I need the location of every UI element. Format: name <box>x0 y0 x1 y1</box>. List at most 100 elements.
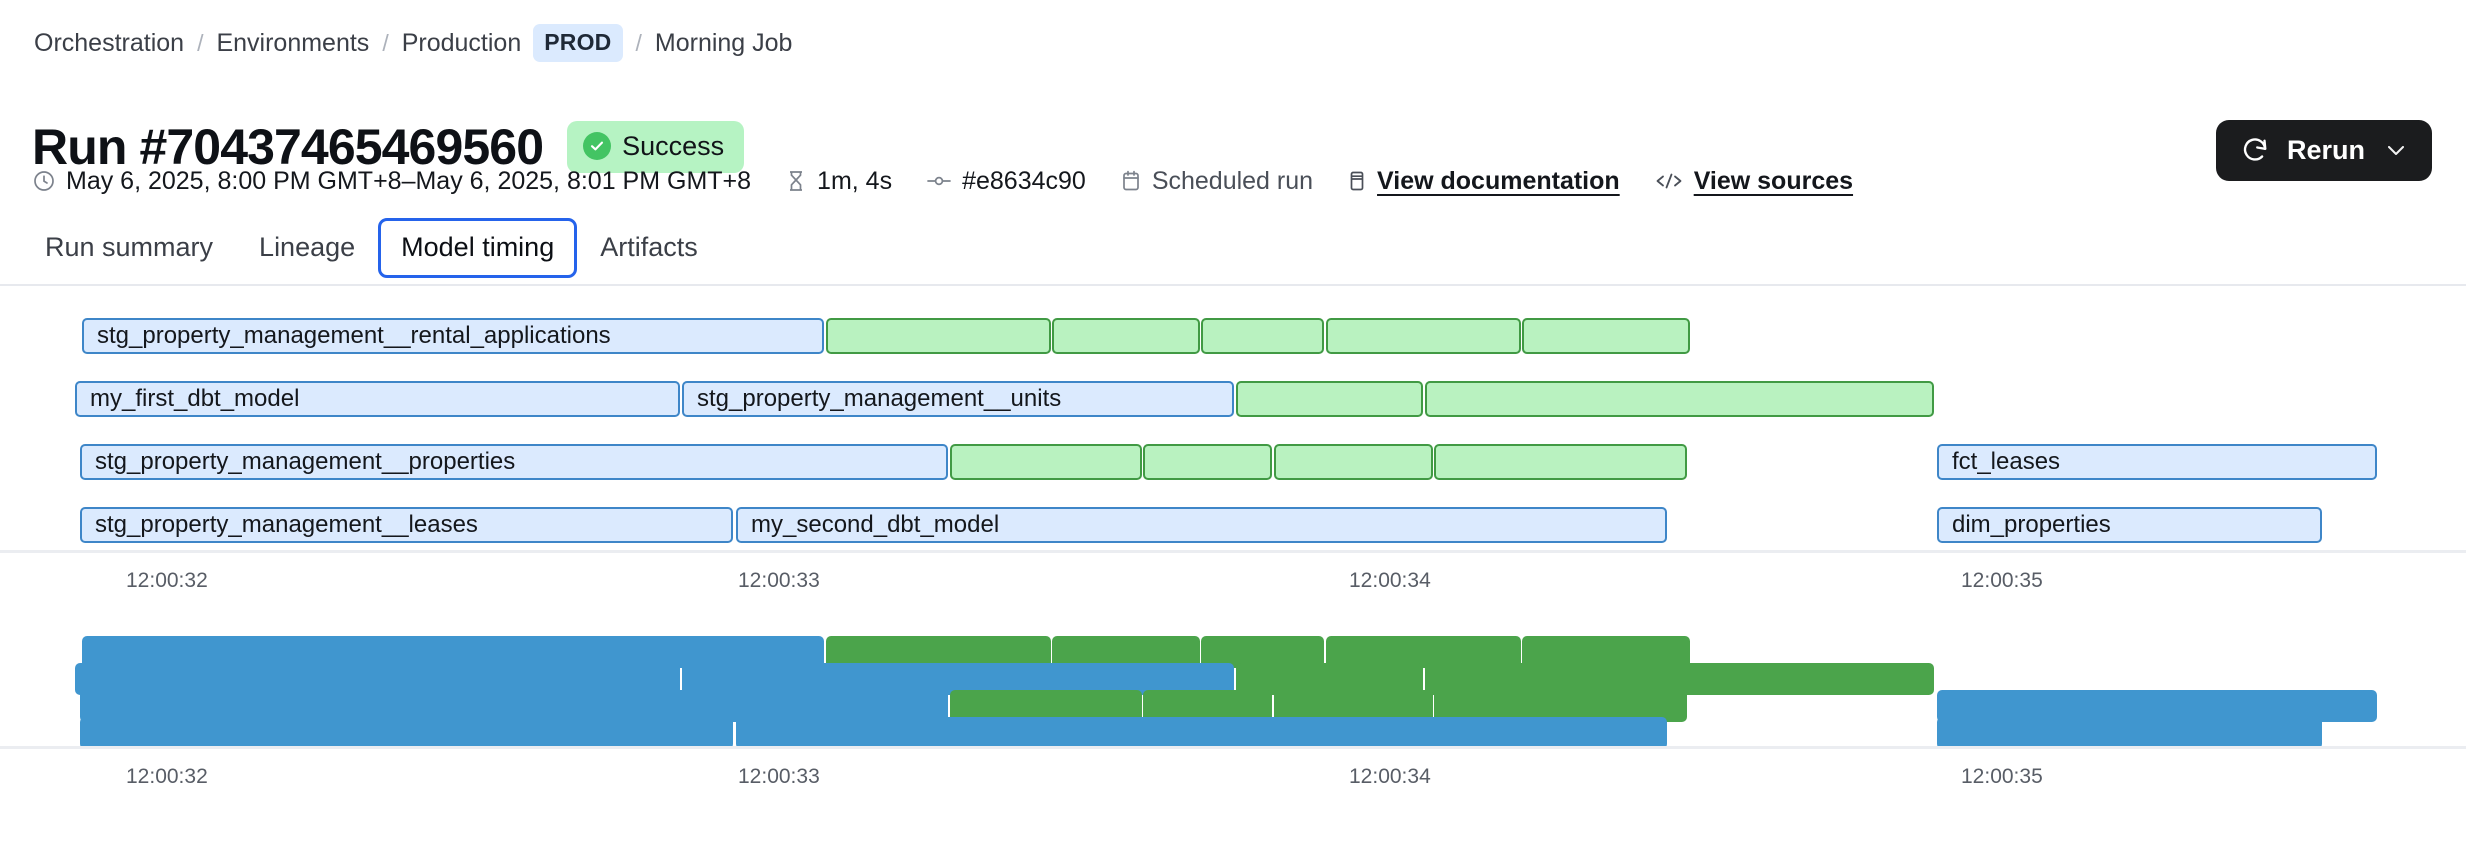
gantt-bar[interactable] <box>950 444 1142 480</box>
run-commit-label: #e8634c90 <box>962 167 1086 195</box>
gantt-bar[interactable] <box>1326 318 1521 354</box>
run-duration-label: 1m, 4s <box>817 167 893 195</box>
code-icon <box>1654 169 1684 193</box>
gantt-row: stg_property_management__rental_applicat… <box>0 318 2466 354</box>
run-duration: 1m, 4s <box>785 166 892 196</box>
refresh-icon <box>2240 135 2270 165</box>
gantt-bar[interactable] <box>950 690 1142 722</box>
axis-tick-label: 12:00:33 <box>738 765 820 788</box>
gantt-bar-label: stg_property_management__leases <box>95 511 478 538</box>
gantt-bar[interactable] <box>1326 636 1521 668</box>
gantt-bar-stg_property_management__properties[interactable]: stg_property_management__properties <box>80 444 948 480</box>
gantt-row <box>0 663 2466 699</box>
gantt-bar[interactable] <box>826 636 1051 668</box>
gantt-bar[interactable] <box>1434 690 1687 722</box>
status-badge: Success <box>567 120 745 173</box>
gantt-bar-dim_properties[interactable]: dim_properties <box>1937 507 2322 543</box>
gantt-bar-label: dim_properties <box>1952 511 2111 538</box>
axis-tick-label: 12:00:34 <box>1349 765 1431 788</box>
breadcrumb: Orchestration / Environments / Production PRO… <box>34 24 792 62</box>
breadcrumb-item-morning-job[interactable]: Morning Job <box>654 29 793 57</box>
breadcrumb-item-production[interactable]: Production <box>401 29 522 57</box>
gantt-bar[interactable] <box>1052 318 1200 354</box>
book-icon <box>1347 169 1367 193</box>
gantt-bar[interactable] <box>1937 690 2377 722</box>
gantt-bar-fct_leases[interactable]: fct_leases <box>1937 444 2377 480</box>
gantt-bar-stg_property_management__leases[interactable]: stg_property_management__leases <box>80 507 733 543</box>
gantt-bar[interactable] <box>1522 636 1690 668</box>
gantt-bar[interactable] <box>1425 381 1934 417</box>
axis-tick-label: 12:00:32 <box>126 569 208 592</box>
gantt-row: my_first_dbt_model stg_property_managemen… <box>0 381 2466 417</box>
gantt-bar[interactable] <box>1274 690 1433 722</box>
rerun-label: Rerun <box>2286 135 2365 165</box>
gantt-bar-label: my_first_dbt_model <box>90 385 300 412</box>
gantt-bar[interactable] <box>1201 636 1324 668</box>
axis-tick-label: 12:00:33 <box>738 569 820 592</box>
gantt-bar[interactable] <box>1937 717 2322 749</box>
gantt-row: stg_property_management__properties fct_l… <box>0 444 2466 480</box>
gantt-row <box>0 636 2466 672</box>
gantt-bar[interactable] <box>82 636 824 668</box>
gantt-bar[interactable] <box>1143 444 1272 480</box>
gantt-row <box>0 690 2466 726</box>
gantt-bar[interactable] <box>1425 663 1934 695</box>
gantt-bar[interactable] <box>1201 318 1324 354</box>
gantt-bar[interactable] <box>80 690 948 722</box>
run-trigger-label: Scheduled run <box>1151 167 1314 195</box>
gantt-plot-outlined: stg_property_management__rental_applicat… <box>0 318 2466 550</box>
breadcrumb-separator: / <box>635 30 642 56</box>
check-circle-icon <box>583 131 612 160</box>
tab-model-timing[interactable]: Model timing <box>378 218 578 278</box>
status-label: Success <box>622 130 725 161</box>
gantt-bar[interactable] <box>826 318 1051 354</box>
gantt-bar[interactable] <box>1236 663 1423 695</box>
axis-tick-label: 12:00:35 <box>1961 569 2043 592</box>
model-timing-chart-outlined: stg_property_management__rental_applicat… <box>0 318 2466 596</box>
gantt-bar[interactable] <box>75 663 680 695</box>
gantt-bar-stg_property_management__units[interactable]: stg_property_management__units <box>682 381 1234 417</box>
run-trigger: Scheduled run <box>1120 166 1313 196</box>
gantt-bar[interactable] <box>1274 444 1433 480</box>
gantt-bar-my_first_dbt_model[interactable]: my_first_dbt_model <box>75 381 680 417</box>
hourglass-icon <box>785 169 807 193</box>
breadcrumb-separator: / <box>197 30 204 56</box>
view-documentation-label[interactable]: View documentation <box>1377 167 1620 195</box>
run-commit: #e8634c90 <box>926 166 1086 196</box>
gantt-bar-label: stg_property_management__properties <box>95 448 516 475</box>
gantt-bar[interactable] <box>1236 381 1423 417</box>
title-row: Run #70437465469560 Success <box>32 84 745 209</box>
gantt-bar[interactable] <box>1052 636 1200 668</box>
gantt-bar-my_second_dbt_model[interactable]: my_second_dbt_model <box>736 507 1667 543</box>
calendar-icon <box>1120 169 1142 193</box>
view-sources[interactable]: View sources <box>1654 166 1853 196</box>
gantt-bar[interactable] <box>1434 444 1687 480</box>
tab-bar: Run summary Lineage Model timing Artifacts <box>22 218 721 278</box>
tab-artifacts[interactable]: Artifacts <box>600 232 698 262</box>
page-title: Run #70437465469560 <box>32 118 544 175</box>
run-timerange-label: May 6, 2025, 8:00 PM GMT+8–May 6, 2025, … <box>66 167 752 195</box>
gantt-bar[interactable] <box>1143 690 1272 722</box>
tab-lineage[interactable]: Lineage <box>259 232 356 262</box>
gantt-bar-label: my_second_dbt_model <box>751 511 1000 538</box>
axis-tick-label: 12:00:34 <box>1349 569 1431 592</box>
breadcrumb-env-badge: PROD <box>533 24 623 62</box>
gantt-bar[interactable] <box>80 717 733 749</box>
gantt-bar-label: stg_property_management__units <box>697 385 1062 412</box>
gantt-bar[interactable] <box>682 663 1234 695</box>
view-sources-label[interactable]: View sources <box>1693 167 1854 195</box>
chevron-down-icon <box>2384 138 2408 162</box>
commit-icon <box>926 169 952 193</box>
gantt-bar-stg_property_management__rental_applications[interactable]: stg_property_management__rental_applicat… <box>82 318 824 354</box>
gantt-bar[interactable] <box>1522 318 1690 354</box>
gantt-plot-solid <box>0 636 2466 749</box>
breadcrumb-item-orchestration[interactable]: Orchestration <box>34 29 185 57</box>
view-documentation[interactable]: View documentation <box>1347 166 1620 196</box>
gantt-bar[interactable] <box>736 717 1667 749</box>
breadcrumb-item-environments[interactable]: Environments <box>216 29 370 57</box>
tab-bar-divider <box>0 284 2466 286</box>
rerun-button[interactable]: Rerun <box>2215 120 2432 181</box>
tab-run-summary[interactable]: Run summary <box>45 232 214 262</box>
